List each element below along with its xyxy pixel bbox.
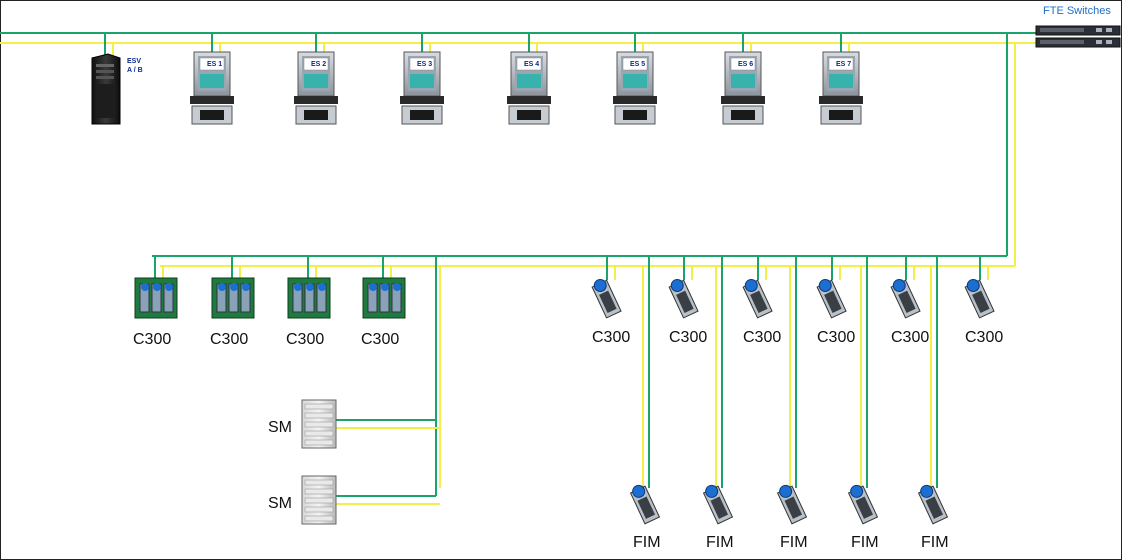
- workstation-icon: [819, 51, 863, 125]
- fim-module-icon: [629, 484, 661, 525]
- esv-label: ESV: [127, 58, 141, 65]
- c300-label: C300: [891, 329, 929, 346]
- controller-rack-icon: [211, 277, 255, 319]
- switch-icon-2: [1035, 37, 1121, 48]
- fte-switches-label: FTE Switches: [1043, 5, 1111, 17]
- compact-controllers: C300 C300 C300 C300 C300 C300: [591, 256, 1003, 346]
- engineering-stations: ES 1 ES 2 ES 3 ES 4 ES 5 ES 6 ES 7: [190, 33, 863, 125]
- safety-manager: SM: [268, 399, 440, 449]
- fim-device: FIM: [629, 256, 661, 551]
- safety-manager-chassis-icon: [301, 475, 337, 525]
- fim-module-icon: [847, 484, 879, 525]
- engineering-station: ES 5: [613, 33, 657, 125]
- controller-rack-icon: [134, 277, 178, 319]
- workstation-icon: [507, 51, 551, 125]
- workstation-icon: [400, 51, 444, 125]
- fte-switches: FTE Switches: [1035, 5, 1121, 48]
- compact-controller-icon: [964, 278, 995, 319]
- engineering-station: ES 1: [190, 33, 234, 125]
- c300-compact-controller: C300: [890, 256, 929, 346]
- fim-device: FIM: [702, 256, 734, 551]
- c300-label: C300: [965, 329, 1003, 346]
- engineering-station: ES 6: [721, 33, 765, 125]
- sm-label: SM: [268, 495, 292, 512]
- c300-label: C300: [743, 329, 781, 346]
- engineering-station: ES 4: [507, 33, 551, 125]
- rack-controllers: C300 C300 C300 C300: [133, 256, 406, 348]
- station-label: ES 1: [207, 61, 222, 68]
- fim-label: FIM: [633, 534, 661, 551]
- controller-network-bus: [152, 255, 1015, 267]
- safety-manager: SM: [268, 475, 440, 525]
- sm-bus: [435, 256, 441, 496]
- controller-rack-icon: [287, 277, 331, 319]
- server-tower-icon: [91, 53, 121, 125]
- fim-label: FIM: [851, 534, 879, 551]
- fim-module-icon: [702, 484, 734, 525]
- c300-label: C300: [361, 331, 399, 348]
- station-label: ES 4: [524, 61, 539, 68]
- fim-label: FIM: [780, 534, 808, 551]
- c300-rack-controller: C300: [210, 256, 255, 348]
- station-label: ES 6: [738, 61, 753, 68]
- station-label: ES 7: [836, 61, 851, 68]
- c300-rack-controller: C300: [361, 256, 406, 348]
- station-label: ES 5: [630, 61, 645, 68]
- c300-rack-controller: C300: [133, 256, 178, 348]
- c300-compact-controller: C300: [668, 256, 707, 346]
- esv-ab-label: A / B: [127, 67, 143, 74]
- c300-label: C300: [133, 331, 171, 348]
- compact-controller-icon: [742, 278, 773, 319]
- switch-icon-1: [1035, 25, 1121, 36]
- engineering-station: ES 3: [400, 33, 444, 125]
- workstation-icon: [190, 51, 234, 125]
- workstation-icon: [294, 51, 338, 125]
- station-label: ES 2: [311, 61, 326, 68]
- trunk-lines: [1006, 33, 1016, 266]
- sm-label: SM: [268, 419, 292, 436]
- c300-label: C300: [210, 331, 248, 348]
- fim-label: FIM: [921, 534, 949, 551]
- fim-device: FIM: [917, 256, 949, 551]
- compact-controller-icon: [591, 278, 622, 319]
- fim-module-icon: [917, 484, 949, 525]
- compact-controller-icon: [890, 278, 921, 319]
- esv-server: ESV A / B: [91, 33, 143, 125]
- c300-compact-controller: C300: [742, 256, 781, 346]
- safety-managers: SM SM: [268, 399, 440, 525]
- fim-module-icon: [776, 484, 808, 525]
- engineering-station: ES 2: [294, 33, 338, 125]
- c300-compact-controller: C300: [816, 256, 855, 346]
- c300-compact-controller: C300: [964, 256, 1003, 346]
- controller-rack-icon: [362, 277, 406, 319]
- c300-label: C300: [286, 331, 324, 348]
- top-network-bus: [0, 32, 1036, 44]
- station-label: ES 3: [417, 61, 432, 68]
- compact-controller-icon: [816, 278, 847, 319]
- c300-compact-controller: C300: [591, 256, 630, 346]
- fim-device: FIM: [847, 256, 879, 551]
- fim-device: FIM: [776, 256, 808, 551]
- safety-manager-chassis-icon: [301, 399, 337, 449]
- compact-controller-icon: [668, 278, 699, 319]
- workstation-icon: [613, 51, 657, 125]
- fim-label: FIM: [706, 534, 734, 551]
- c300-label: C300: [669, 329, 707, 346]
- c300-rack-controller: C300: [286, 256, 331, 348]
- engineering-station: ES 7: [819, 33, 863, 125]
- c300-label: C300: [592, 329, 630, 346]
- workstation-icon: [721, 51, 765, 125]
- fim-devices: FIM FIM FIM FIM FIM: [629, 256, 949, 551]
- c300-label: C300: [817, 329, 855, 346]
